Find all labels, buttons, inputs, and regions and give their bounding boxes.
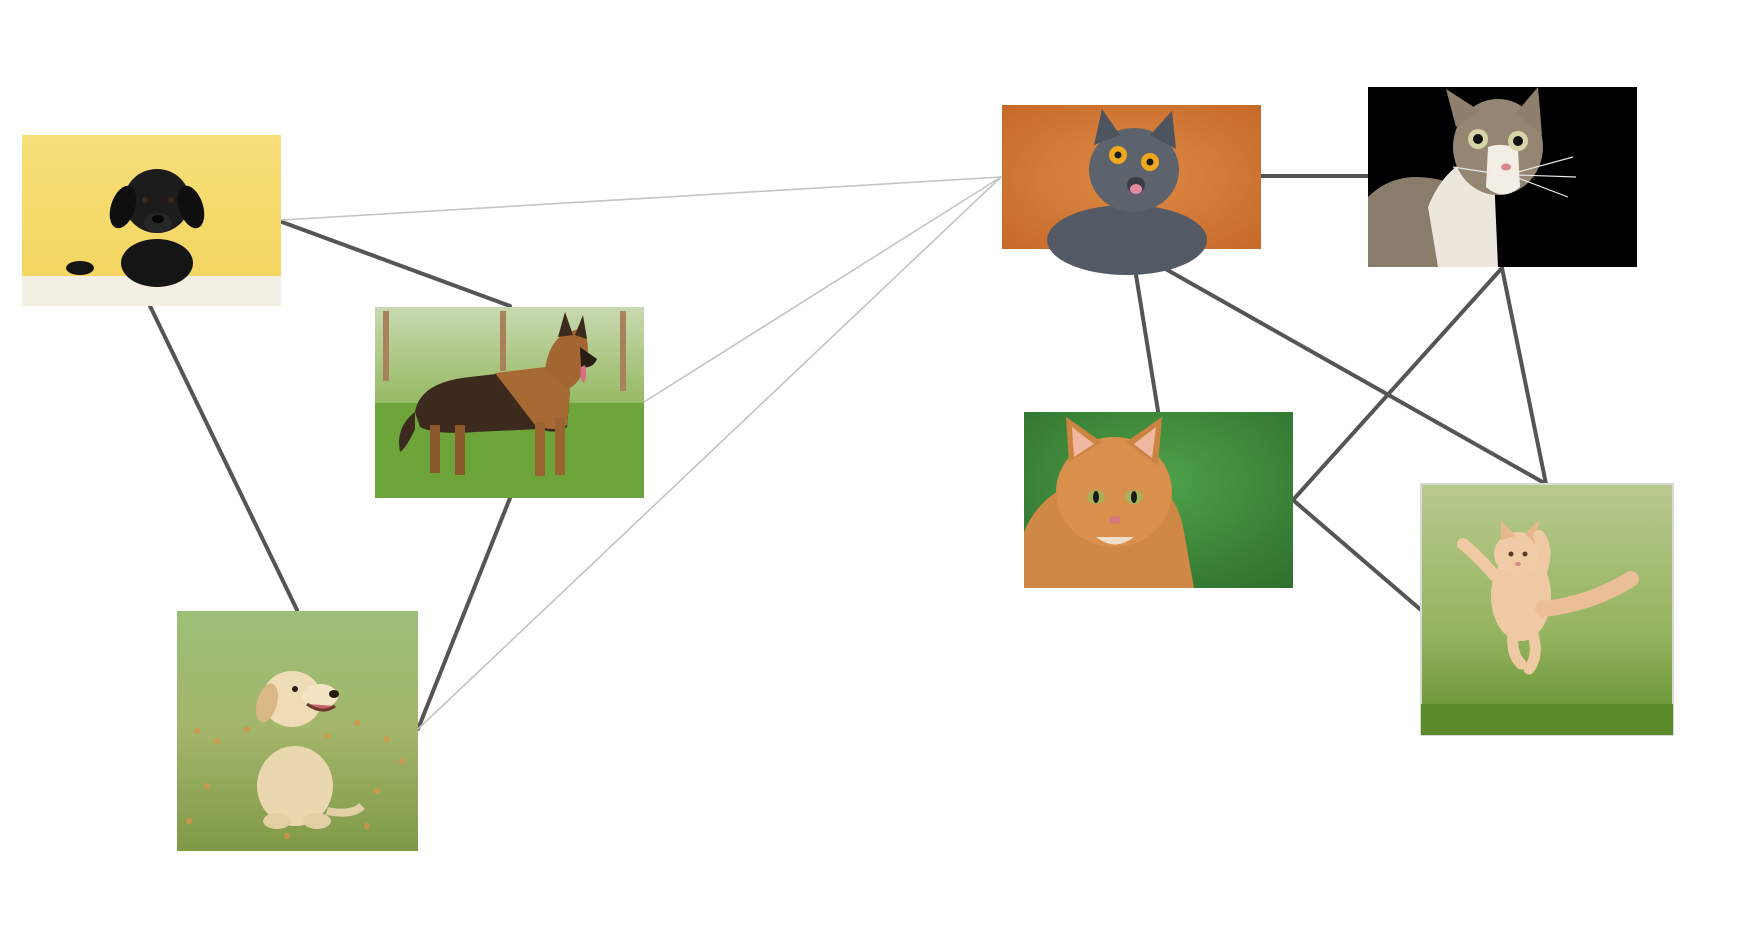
edge-black-lab-to-german-shepherd bbox=[280, 220, 512, 308]
node-tabby-white-cat bbox=[1368, 87, 1637, 267]
german-shepherd-illustration bbox=[399, 312, 597, 476]
node-gray-british-shorthair bbox=[1002, 105, 1261, 275]
tabby-white-cat-illustration bbox=[1368, 87, 1577, 267]
orange-tabby-illustration bbox=[1024, 417, 1194, 588]
edge-gray-cat-to-jumping-kitten bbox=[1130, 248, 1548, 486]
node-german-shepherd bbox=[375, 307, 644, 498]
edge-german-shepherd-to-gray-cat bbox=[643, 176, 1002, 403]
edge-layer bbox=[148, 174, 1548, 731]
golden-retriever-illustration bbox=[256, 671, 365, 829]
black-lab-puppy-illustration bbox=[66, 169, 205, 287]
edge-orange-tabby-to-jumping-kitten bbox=[1291, 498, 1423, 612]
node-jumping-cream-kitten bbox=[1420, 483, 1674, 736]
node-orange-tabby-cat bbox=[1024, 412, 1293, 588]
edge-tabby-white-to-orange-tabby bbox=[1291, 266, 1504, 502]
jumping-kitten-illustration bbox=[1457, 520, 1639, 675]
edge-tabby-white-to-jumping-kitten bbox=[1500, 266, 1548, 486]
edge-black-lab-to-golden-retriever bbox=[148, 304, 299, 612]
gray-cat-illustration bbox=[1047, 109, 1207, 275]
node-golden-retriever-puppy bbox=[177, 611, 418, 851]
edge-gray-cat-to-orange-tabby bbox=[1130, 248, 1160, 413]
edge-black-lab-to-gray-cat bbox=[281, 176, 1002, 221]
node-black-lab-puppy bbox=[22, 135, 281, 306]
edge-golden-retriever-to-gray-cat bbox=[417, 176, 1002, 730]
edge-german-shepherd-to-golden-retriever bbox=[416, 496, 512, 731]
